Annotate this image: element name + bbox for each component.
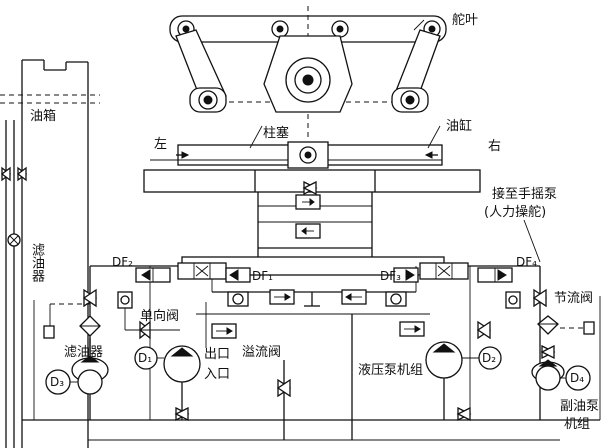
rudder-blade-label: 舵叶 [452,13,478,28]
d3-label: D₃ [50,375,64,389]
filter-center-label: 滤油器 [64,345,103,360]
right-pump-group [399,288,595,422]
relief-valve-label: 溢流阀 [242,345,281,360]
hydraulic-cylinder [143,125,481,193]
hand-pump-label-1: 接至手摇泵 [492,186,557,202]
d2-label: D₂ [482,351,496,365]
inlet-label: 入口 [204,367,230,382]
left-pump-group [43,288,292,422]
rudder-linkage [169,6,447,140]
left-return-valves [0,166,28,247]
d4-label: D₄ [570,371,584,385]
d1-label: D₁ [138,351,152,365]
filter-left-vertical-label: 滤油器 [5,243,45,283]
throttle-valve-label: 节流阀 [554,291,593,306]
df2-label: DF₂ [112,255,133,269]
check-valve-label: 单向阀 [140,308,179,324]
hand-pump-label-2: (人力操舵) [484,204,546,220]
main-pipe-bus [22,256,600,441]
df3-label: DF₃ [380,269,401,283]
return-lines [33,296,601,420]
center-manifold [257,180,373,262]
outlet-label: 出口 [204,347,230,362]
left-label: 左 [154,137,167,152]
cylinder-label: 油缸 [446,118,472,134]
plunger-label: 柱塞 [263,125,289,141]
hydraulic-pump-unit-label: 液压泵机组 [358,363,423,378]
df-valves [135,262,513,307]
df1-label: DF₁ [252,269,273,283]
aux-pump-unit-label-1: 副油泵 [560,399,599,414]
oil-tank-label: 油箱 [30,108,56,124]
df4-label: DF₄ [516,255,537,269]
safety-valve-label: 安全阀 [594,311,611,350]
aux-pump-unit-label-2: 机组 [564,417,590,432]
right-label: 右 [488,139,501,154]
